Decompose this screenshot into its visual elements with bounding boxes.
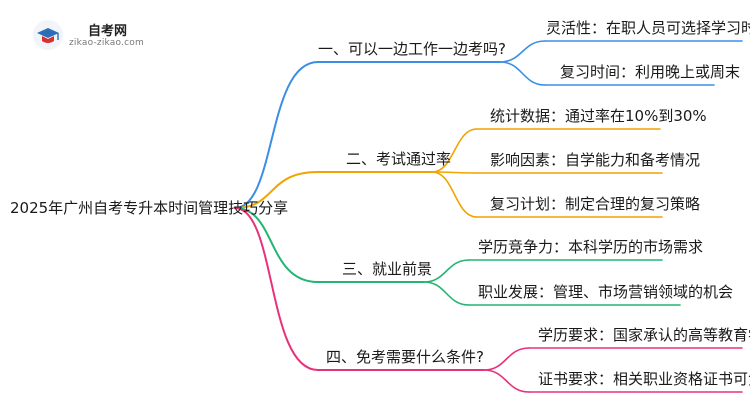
graduation-cap-icon (37, 28, 59, 43)
branch-4-label: 四、免考需要什么条件? (326, 348, 484, 366)
logo-emblem (33, 20, 63, 50)
branch-4-item-1: 学历要求：国家承认的高等教育学历 (538, 326, 750, 344)
branch-4-item-2: 证书要求：相关职业资格证书可免考 (538, 370, 750, 388)
branch-4-item-1-connector (483, 347, 530, 371)
branch-3-connector (234, 207, 319, 283)
branch-3-item-2: 职业发展：管理、市场营销领域的机会 (478, 283, 734, 301)
branch-3-item-1: 学历竞争力：本科学历的市场需求 (478, 238, 704, 256)
branch-2-item-3: 复习计划：制定合理的复习策略 (490, 195, 701, 213)
branch-2-item-1: 统计数据：通过率在10%到30% (490, 107, 707, 125)
branch-1-label: 一、可以一边工作一边考吗? (318, 40, 506, 58)
branch-2-item-3-connector (431, 171, 478, 218)
branch-2-item-2: 影响因素：自学能力和备考情况 (490, 151, 701, 169)
branch-3-label: 三、就业前景 (342, 260, 433, 278)
branch-1-item-1: 灵活性：在职人员可选择学习时间 (546, 19, 750, 37)
branch-1-item-1-connector (499, 40, 546, 63)
branch-3-item-1-connector (423, 259, 470, 283)
logo-url: zikao-zikao.com (69, 38, 144, 48)
branch-4-connector (234, 207, 319, 371)
branch-4-item-2-connector (483, 369, 530, 393)
branch-2-item-1-connector (431, 128, 478, 173)
branch-1-connector (234, 61, 319, 209)
branch-2-label: 二、考试通过率 (346, 150, 452, 168)
logo-name: 自考网 (88, 24, 128, 39)
branch-3-item-2-connector (423, 281, 470, 306)
root-node: 2025年广州自考专升本时间管理技巧分享 (10, 199, 289, 217)
site-logo: 自考网 zikao-zikao.com (33, 18, 173, 52)
branch-2-connector (234, 171, 319, 209)
branch-1-item-2: 复习时间：利用晚上或周末 (560, 63, 741, 81)
branch-1-item-2-connector (499, 61, 546, 86)
